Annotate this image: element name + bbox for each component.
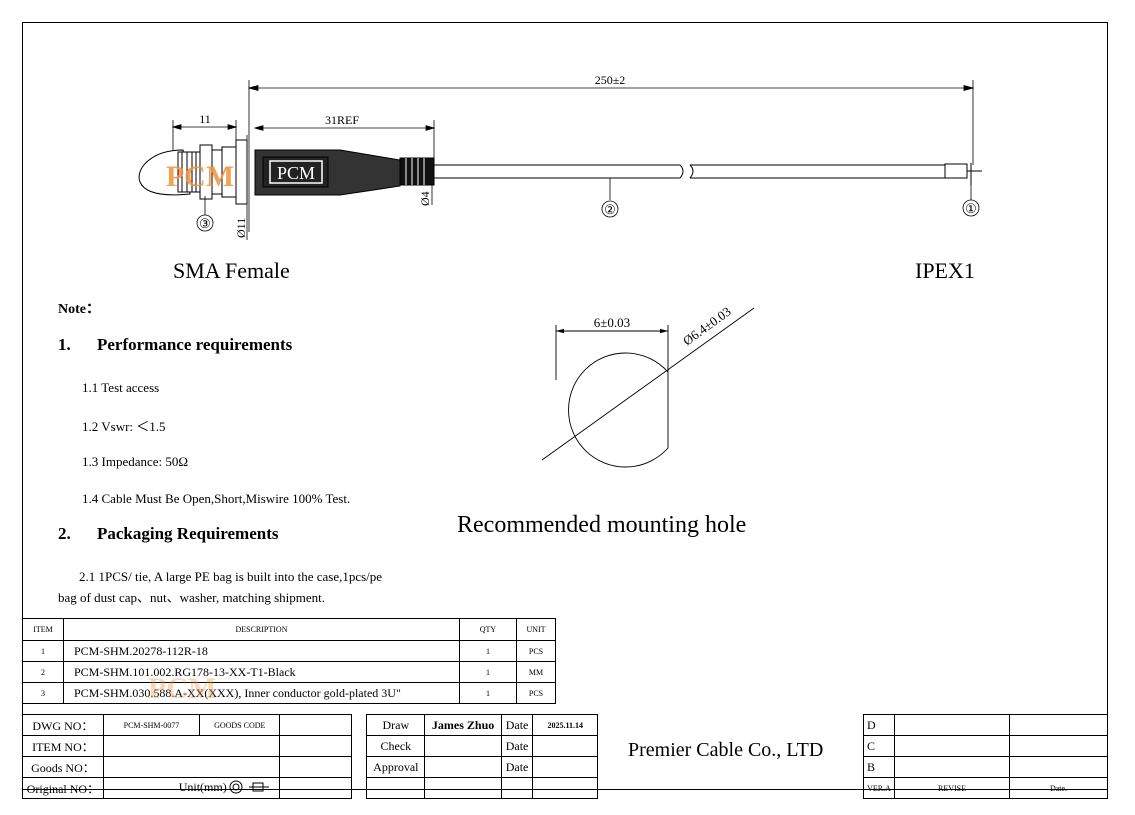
note-item: 1.4 Cable Must Be Open,Short,Miswire 100… <box>82 491 351 506</box>
table-row: 3 PCM-SHM.030.588.A-XX(XXX), Inner condu… <box>22 682 556 704</box>
watermark-logo: PCM <box>148 672 217 705</box>
bom-header: UNIT <box>516 618 556 641</box>
title-block-left: DWG NO： PCM-SHM-0077 GOODS CODE Draw Jam… <box>22 714 598 799</box>
callout-3: ③ <box>199 216 211 231</box>
date-label: Date <box>500 756 534 778</box>
note-title: Note： <box>58 302 100 317</box>
gap-cell <box>352 715 367 736</box>
goods-no-label: Goods NO： <box>22 756 104 778</box>
original-no-label: Original NO： <box>22 777 104 799</box>
drawer-name: James Zhuo <box>424 714 502 736</box>
gap-cell <box>352 757 367 778</box>
bom-header: QTY <box>459 618 517 641</box>
goods-code-label: GOODS CODE <box>198 714 281 736</box>
section2-number: 2. <box>58 524 71 543</box>
bom-cell: PCM-SHM.20278-112R-18 <box>63 640 460 662</box>
rev-date-label: Date. <box>1009 777 1108 799</box>
ver-label: VER.A <box>863 777 895 799</box>
label-sma-female: SMA Female <box>173 258 290 283</box>
blank-cell <box>1009 735 1108 757</box>
bom-header: DESCRIPTION <box>63 618 460 641</box>
blank-cell <box>500 777 534 799</box>
note-item: 1.3 Impedance: 50Ω <box>82 454 189 469</box>
mounting-hole-diagram: 6±0.03 Ø6.4±0.03 <box>541 304 755 468</box>
date-label: Date <box>500 714 534 736</box>
rev-letter: D <box>863 714 895 736</box>
blank-cell <box>424 777 502 799</box>
dwg-no-value: PCM-SHM-0077 <box>102 714 201 736</box>
blank-cell <box>532 756 598 778</box>
date-label: Date <box>500 735 534 757</box>
blank-cell <box>532 777 598 799</box>
packaging-line: bag of dust cap、nut、washer, matching shi… <box>58 590 326 605</box>
revise-label: REVISE <box>894 777 1010 799</box>
rev-letter: C <box>863 735 895 757</box>
bom-cell: PCM-SHM.030.588.A-XX(XXX), Inner conduct… <box>63 682 460 704</box>
unit-cell: Unit(mm) <box>102 777 281 799</box>
revision-table: D C B VER.A REVISE Date. <box>863 714 1108 799</box>
section1-number: 1. <box>58 335 71 354</box>
item-no-label: ITEM NO： <box>22 735 104 757</box>
blank-cell <box>532 735 598 757</box>
blank-cell <box>424 756 502 778</box>
dim-total: 250±2 <box>595 73 626 87</box>
blank-cell <box>894 714 1010 736</box>
gap-cell <box>352 736 367 757</box>
blank-cell <box>894 735 1010 757</box>
dim-dia-4: Ø4 <box>418 191 432 206</box>
dim-11: 11 <box>199 112 211 126</box>
bom-cell: 1 <box>22 640 64 662</box>
check-label: Check <box>366 735 426 757</box>
dim-ref: 31REF <box>325 113 359 127</box>
section2-title: Packaging Requirements <box>97 524 279 543</box>
note-item: 1.1 Test access <box>82 380 160 395</box>
cable-drawing: PCM PCM ③ ② ① 250±2 31REF 11 Ø11 Ø4 <box>138 73 982 240</box>
blank-cell <box>366 777 426 799</box>
company-name: Premier Cable Co., LTD <box>628 739 824 761</box>
blank-cell <box>102 756 281 778</box>
blank-cell <box>279 735 353 757</box>
bom-cell: 1 <box>459 640 517 662</box>
blank-cell <box>102 735 281 757</box>
bom-cell: 1 <box>459 661 517 683</box>
dwg-no-label: DWG NO： <box>22 714 104 736</box>
bom-cell: PCS <box>516 682 556 704</box>
projection-symbol-icon <box>229 780 271 797</box>
table-row: 1 PCM-SHM.20278-112R-18 1 PCS <box>22 640 556 662</box>
bom-cell: PCM-SHM.101.002.RG178-13-XX-T1-Black <box>63 661 460 683</box>
dim-hole-flat: 6±0.03 <box>594 315 630 330</box>
blank-cell <box>1009 756 1108 778</box>
blank-cell <box>279 777 353 799</box>
bom-cell: 3 <box>22 682 64 704</box>
blank-cell <box>894 756 1010 778</box>
bom-cell: 2 <box>22 661 64 683</box>
draw-label: Draw <box>366 714 426 736</box>
bom-table: ITEM DESCRIPTION QTY UNIT 1 PCM-SHM.2027… <box>22 618 556 704</box>
callout-2: ② <box>604 202 616 217</box>
blank-cell <box>279 714 353 736</box>
callout-1: ① <box>965 201 977 216</box>
watermark-logo: PCM <box>166 160 234 193</box>
section1-title: Performance requirements <box>97 335 293 354</box>
gap-cell <box>352 778 367 799</box>
unit-label: Unit(mm) <box>178 779 227 794</box>
label-ipex1: IPEX1 <box>915 258 975 283</box>
approval-label: Approval <box>366 756 426 778</box>
blank-cell <box>1009 714 1108 736</box>
rev-letter: B <box>863 756 895 778</box>
bom-cell: MM <box>516 661 556 683</box>
date-value: 2025.11.14 <box>532 714 598 736</box>
dim-dia-11: Ø11 <box>234 218 248 238</box>
packaging-line: 2.1 1PCS/ tie, A large PE bag is built i… <box>79 569 383 584</box>
blank-cell <box>279 756 353 778</box>
table-row: 2 PCM-SHM.101.002.RG178-13-XX-T1-Black 1… <box>22 661 556 683</box>
mounting-hole-caption: Recommended mounting hole <box>457 512 747 538</box>
blank-cell <box>424 735 502 757</box>
note-item: 1.2 Vswr: ＜1.5 <box>82 419 166 434</box>
bom-header: ITEM <box>22 618 64 641</box>
bom-cell: 1 <box>459 682 517 704</box>
bom-cell: PCS <box>516 640 556 662</box>
boot-logo: PCM <box>277 163 315 183</box>
